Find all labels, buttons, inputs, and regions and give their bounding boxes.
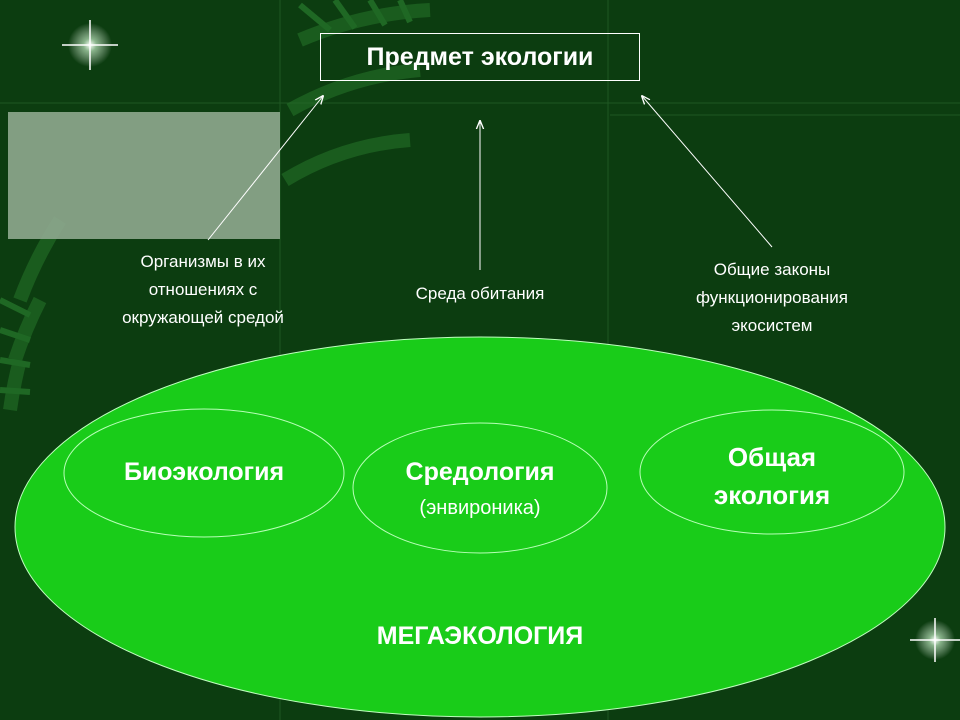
- label-line: экосистем: [731, 316, 813, 335]
- decorative-panel: [8, 112, 280, 239]
- label-line: Общие законы: [713, 260, 831, 279]
- arrow-left: [207, 96, 323, 241]
- label-laws: Общие законы функционирования экосистем: [662, 256, 882, 340]
- label-line: отношениях с: [148, 280, 258, 299]
- sredology-sub-label: (энвироника): [419, 497, 541, 519]
- sredology-ellipse: [352, 422, 608, 554]
- general-ecology-label: Общая экология: [660, 438, 884, 514]
- sparkle-icon: [62, 20, 118, 70]
- label-organisms: Организмы в их отношениях с окружающей с…: [98, 248, 308, 332]
- sredology-label: Средология: [405, 458, 555, 486]
- bioecology-label: Биоэкология: [123, 458, 285, 486]
- general-ecology-ellipse: [639, 409, 905, 535]
- label-habitat: Среда обитания: [415, 284, 545, 303]
- bioecology-ellipse: [63, 408, 345, 538]
- megaecology-label: МЕГАЭКОЛОГИЯ: [376, 622, 584, 650]
- arrow-right: [642, 96, 773, 248]
- sparkle-icon: [910, 618, 960, 662]
- arc-stripes: [3, 3, 431, 412]
- label-line: функционирования: [696, 288, 848, 307]
- arc-ticks: [0, 0, 413, 395]
- general-ecology-line: экология: [713, 480, 831, 510]
- label-line: окружающей средой: [122, 308, 284, 327]
- page-title: Предмет экологии: [320, 33, 640, 81]
- general-ecology-line: Общая: [727, 442, 817, 472]
- label-line: Организмы в их: [140, 252, 266, 271]
